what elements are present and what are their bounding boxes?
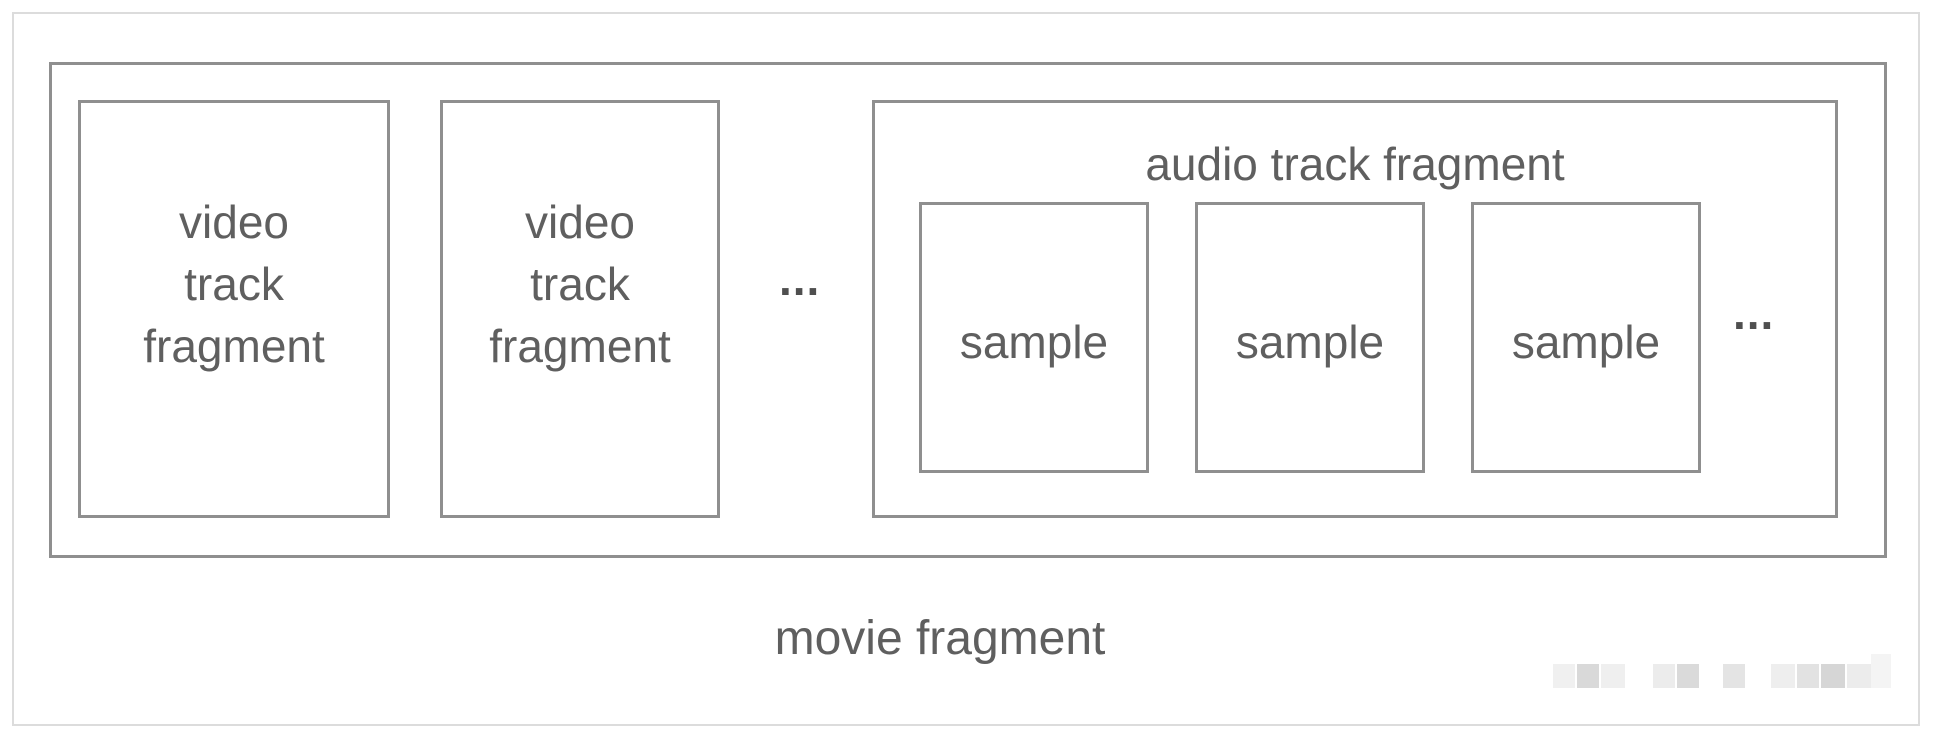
- sample-box: sample: [919, 202, 1149, 473]
- video-track-fragment-line: fragment: [143, 320, 325, 372]
- ellipsis-samples: ...: [1733, 287, 1775, 339]
- video-track-fragment-line: track: [184, 258, 284, 310]
- watermark: [1553, 654, 1891, 688]
- sample-box: sample: [1195, 202, 1425, 473]
- video-track-fragment-label: video track fragment: [81, 191, 387, 377]
- audio-track-fragment-label: audio track fragment: [1145, 138, 1565, 190]
- movie-fragment-label-wrap: movie fragment: [0, 607, 1934, 671]
- video-track-fragment-line: fragment: [489, 320, 671, 372]
- video-track-fragment-label: video track fragment: [443, 191, 717, 377]
- video-track-fragment-line: video: [525, 196, 635, 248]
- movie-fragment-label: movie fragment: [774, 612, 1106, 665]
- sample-box: sample: [1471, 202, 1701, 473]
- sample-label: sample: [959, 316, 1109, 368]
- ellipsis-between-fragments: ...: [779, 253, 821, 305]
- video-track-fragment-box: video track fragment: [78, 100, 390, 518]
- video-track-fragment-line: track: [530, 258, 630, 310]
- video-track-fragment-box: video track fragment: [440, 100, 720, 518]
- sample-label: sample: [1511, 316, 1661, 368]
- video-track-fragment-line: video: [179, 196, 289, 248]
- sample-label: sample: [1235, 316, 1385, 368]
